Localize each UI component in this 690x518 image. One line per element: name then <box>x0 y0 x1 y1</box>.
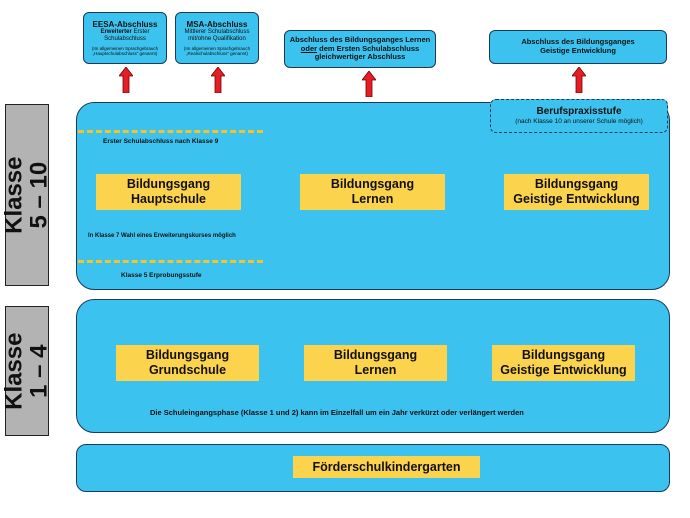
divider-top <box>78 130 263 133</box>
lernen-line3: gleichwertiger Abschluss <box>314 52 406 62</box>
msa-note1: (Im allgemeinen Sprachgebrauch <box>183 45 251 51</box>
lernen-line2: oder dem Ersten Schulabschluss <box>300 43 420 53</box>
divider-bottom <box>78 260 263 263</box>
msa-sub2: mit/ohne Qualifikation <box>188 35 246 42</box>
msa-note2: „Realschulabschluss" genannt) <box>186 50 248 56</box>
sek1-note-top: Erster Schulabschluss nach Klasse 9 <box>103 138 219 145</box>
eesa-box: EESA-Abschluss Erweiterter Erster Schula… <box>83 12 167 64</box>
lernen-line1: Abschluss des Bildungsganges Lernen <box>289 35 431 45</box>
ge-abschluss-box: Abschluss des Bildungsganges Geistige En… <box>489 30 667 64</box>
eesa-sub: Erweiterter Erster <box>100 29 150 36</box>
msa-sub1: Mittlerer Schulabschluss <box>184 29 250 36</box>
eesa-note1: (Im allgemeinen Sprachgebrauch <box>91 45 159 51</box>
arrow-up-icon <box>362 71 376 97</box>
arrow-up-icon <box>572 67 586 93</box>
foerderschulkindergarten: Förderschulkindergarten <box>293 456 480 478</box>
eesa-title: EESA-Abschluss <box>92 19 158 29</box>
ge-line1: Abschluss des Bildungsganges <box>521 37 635 47</box>
primar-note: Die Schuleingangsphase (Klasse 1 und 2) … <box>150 408 524 417</box>
arrow-up-icon <box>119 67 133 93</box>
berufspraxisstufe-box: Berufspraxisstufe (nach Klasse 10 an uns… <box>490 99 668 133</box>
msa-box: MSA-Abschluss Mittlerer Schulabschluss m… <box>175 12 259 64</box>
msa-title: MSA-Abschluss <box>186 19 248 29</box>
berufspraxis-title: Berufspraxisstufe <box>536 106 622 118</box>
berufspraxis-sub: (nach Klasse 10 an unserer Schule möglic… <box>515 118 643 126</box>
eesa-note2: „Hauptschulabschluss" genannt) <box>92 50 158 56</box>
sek1-note-bottom: Klasse 5 Erprobungsstufe <box>121 272 202 279</box>
eesa-sub2: Schulabschluss <box>104 35 146 42</box>
sek1-note-mid: In Klasse 7 Wahl eines Erweiterungskurse… <box>88 233 236 239</box>
ge-line2: Geistige Entwicklung <box>540 46 616 55</box>
lernen-abschluss-box: Abschluss des Bildungsganges Lernen oder… <box>284 30 436 68</box>
arrow-up-icon <box>211 67 225 93</box>
